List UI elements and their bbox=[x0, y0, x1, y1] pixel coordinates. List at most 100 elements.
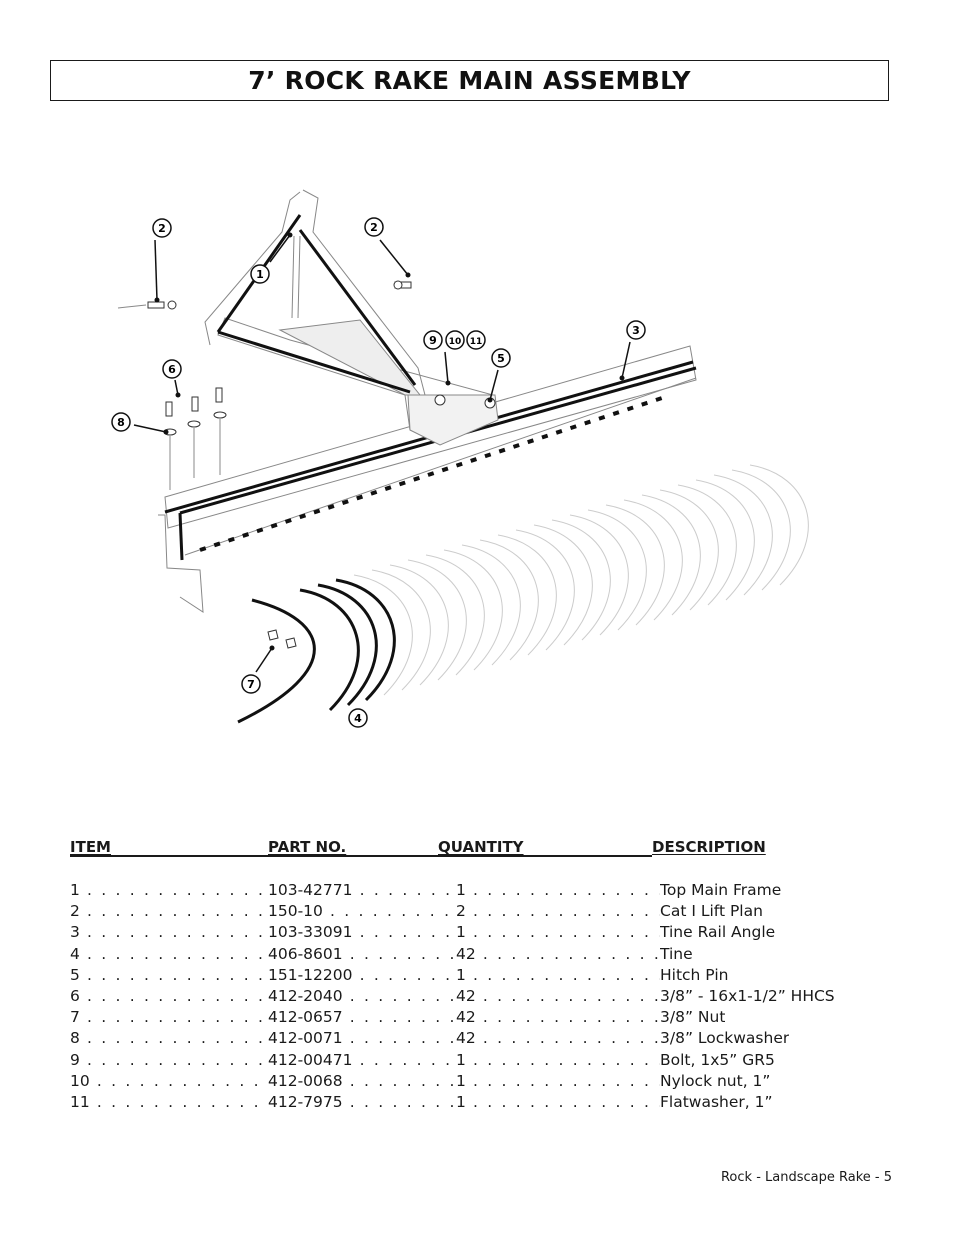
tine bbox=[389, 564, 449, 686]
quantity-value: 1 . . . . . . . . . . . . . . . . . . . … bbox=[456, 923, 660, 942]
tine bbox=[425, 554, 485, 676]
callout-label: 5 bbox=[497, 352, 505, 365]
callout-label: 8 bbox=[117, 416, 125, 429]
tine-front bbox=[237, 598, 316, 724]
callout-circle bbox=[466, 330, 486, 350]
title-box: 7’ ROCK RAKE MAIN ASSEMBLY bbox=[50, 60, 889, 101]
callout-label: 6 bbox=[168, 363, 176, 376]
item-number: 6 . . . . . . . . . . . . . . . . . . . … bbox=[70, 986, 268, 1005]
callout-label: 4 bbox=[354, 712, 362, 725]
table-row: 9 . . . . . . . . . . . . . . . . . . . … bbox=[0, 1050, 954, 1071]
part-number: 412-00471 . . . . . . . . . . . . . . . … bbox=[268, 1050, 456, 1069]
part-number: 406-8601 . . . . . . . . . . . . . . . .… bbox=[268, 944, 456, 963]
tine bbox=[713, 474, 773, 596]
quantity-value: 42 . . . . . . . . . . . . . . . . . . .… bbox=[456, 1029, 660, 1048]
table-row: 6 . . . . . . . . . . . . . . . . . . . … bbox=[0, 986, 954, 1007]
part-number: 103-42771 . . . . . . . . . . . . . . . … bbox=[268, 881, 456, 899]
tine bbox=[371, 569, 431, 691]
callout-leader bbox=[489, 369, 499, 401]
tine bbox=[587, 509, 647, 631]
description-text: Top Main Frame bbox=[660, 881, 782, 899]
part-number: 412-0071 . . . . . . . . . . . . . . . .… bbox=[268, 1029, 456, 1048]
quantity-value: 42 . . . . . . . . . . . . . . . . . . .… bbox=[456, 944, 660, 963]
tine bbox=[695, 479, 755, 601]
quantity-value: 1 . . . . . . . . . . . . . . . . . . . … bbox=[456, 1092, 660, 1111]
callout-arrowhead bbox=[445, 380, 451, 386]
part-number: 103-33091 . . . . . . . . . . . . . . . … bbox=[268, 923, 456, 942]
tine bbox=[749, 464, 809, 586]
callout-label: 2 bbox=[370, 221, 378, 234]
callout-circle bbox=[152, 218, 172, 238]
callout-leader bbox=[379, 239, 409, 276]
callout-label: 7 bbox=[247, 678, 255, 691]
callout-label: 9 bbox=[429, 334, 437, 347]
description-text: Tine bbox=[660, 944, 693, 963]
callout-circle bbox=[241, 674, 261, 694]
callout-label: 10 bbox=[449, 337, 462, 347]
tine bbox=[623, 499, 683, 621]
callout-leader bbox=[621, 341, 631, 379]
tines-group bbox=[237, 464, 809, 724]
callout-label: 3 bbox=[632, 324, 640, 337]
table-row: 7 . . . . . . . . . . . . . . . . . . . … bbox=[0, 1007, 954, 1028]
tine bbox=[335, 578, 396, 702]
item-number: 11 . . . . . . . . . . . . . . . . . . .… bbox=[70, 1092, 268, 1111]
callout-circle bbox=[445, 330, 465, 350]
item-number: 3 . . . . . . . . . . . . . . . . . . . … bbox=[70, 923, 268, 942]
tine bbox=[551, 519, 611, 641]
callout-leader bbox=[154, 239, 158, 301]
callout-leader bbox=[174, 379, 179, 396]
tine bbox=[569, 514, 629, 636]
part-number: 412-0657 . . . . . . . . . . . . . . . .… bbox=[268, 1008, 456, 1027]
page-title: 7’ ROCK RAKE MAIN ASSEMBLY bbox=[248, 66, 691, 95]
parts-table-header: ITEM PART NO. QUANTITY DESCRIPTION bbox=[0, 838, 954, 860]
tine bbox=[317, 583, 378, 707]
callout-arrowhead bbox=[175, 392, 181, 398]
callout-arrowhead bbox=[163, 429, 169, 435]
tine bbox=[407, 559, 467, 681]
item-number: 8 . . . . . . . . . . . . . . . . . . . … bbox=[70, 1029, 268, 1048]
callout-label: 11 bbox=[470, 337, 483, 347]
header-description: DESCRIPTION bbox=[652, 838, 766, 856]
main-frame bbox=[204, 189, 499, 446]
quantity-value: 2 . . . . . . . . . . . . . . . . . . . … bbox=[456, 902, 660, 921]
item-number: 1 . . . . . . . . . . . . . . . . . . . … bbox=[70, 881, 268, 899]
tine bbox=[497, 534, 557, 656]
callout-label: 1 bbox=[256, 268, 264, 281]
table-row: 8 . . . . . . . . . . . . . . . . . . . … bbox=[0, 1028, 954, 1049]
table-row: 1 . . . . . . . . . . . . . . . . . . . … bbox=[0, 880, 954, 901]
tine bbox=[641, 494, 701, 616]
quantity-value: 42 . . . . . . . . . . . . . . . . . . .… bbox=[456, 1008, 660, 1027]
page-footer: Rock - Landscape Rake - 5 bbox=[720, 1170, 892, 1185]
part-number: 150-10 . . . . . . . . . . . . . . . . .… bbox=[268, 902, 456, 921]
tine bbox=[479, 539, 539, 661]
callout-circle bbox=[250, 264, 270, 284]
header-quantity: QUANTITY bbox=[438, 838, 524, 856]
table-row: 10 . . . . . . . . . . . . . . . . . . .… bbox=[0, 1071, 954, 1092]
callout-arrowhead bbox=[287, 232, 293, 238]
quantity-value: 1 . . . . . . . . . . . . . . . . . . . … bbox=[456, 1050, 660, 1069]
description-text: Nylock nut, 1” bbox=[660, 1071, 771, 1090]
description-text: Cat I Lift Plan bbox=[660, 902, 763, 921]
callout-leader bbox=[269, 234, 291, 263]
callout-circle bbox=[111, 412, 131, 432]
tine bbox=[461, 544, 521, 666]
part-number: 412-7975 . . . . . . . . . . . . . . . .… bbox=[268, 1092, 456, 1111]
callout-leader bbox=[133, 424, 167, 433]
header-item: ITEM bbox=[70, 838, 111, 856]
callout-circle bbox=[626, 320, 646, 340]
callout-arrowhead bbox=[487, 397, 493, 403]
quantity-value: 1 . . . . . . . . . . . . . . . . . . . … bbox=[456, 965, 660, 984]
callout-circle bbox=[364, 217, 384, 237]
quantity-value: 1 . . . . . . . . . . . . . . . . . . . … bbox=[456, 881, 660, 899]
callout-circle bbox=[491, 348, 511, 368]
item-number: 9 . . . . . . . . . . . . . . . . . . . … bbox=[70, 1050, 268, 1069]
item-number: 7 . . . . . . . . . . . . . . . . . . . … bbox=[70, 1008, 268, 1027]
tine bbox=[353, 574, 413, 696]
part-number: 412-0068 . . . . . . . . . . . . . . . .… bbox=[268, 1071, 456, 1090]
table-row: 3 . . . . . . . . . . . . . . . . . . . … bbox=[0, 922, 954, 943]
tine bbox=[533, 524, 593, 646]
table-row: 5 . . . . . . . . . . . . . . . . . . . … bbox=[0, 965, 954, 986]
description-text: 3/8” Nut bbox=[660, 1008, 726, 1027]
